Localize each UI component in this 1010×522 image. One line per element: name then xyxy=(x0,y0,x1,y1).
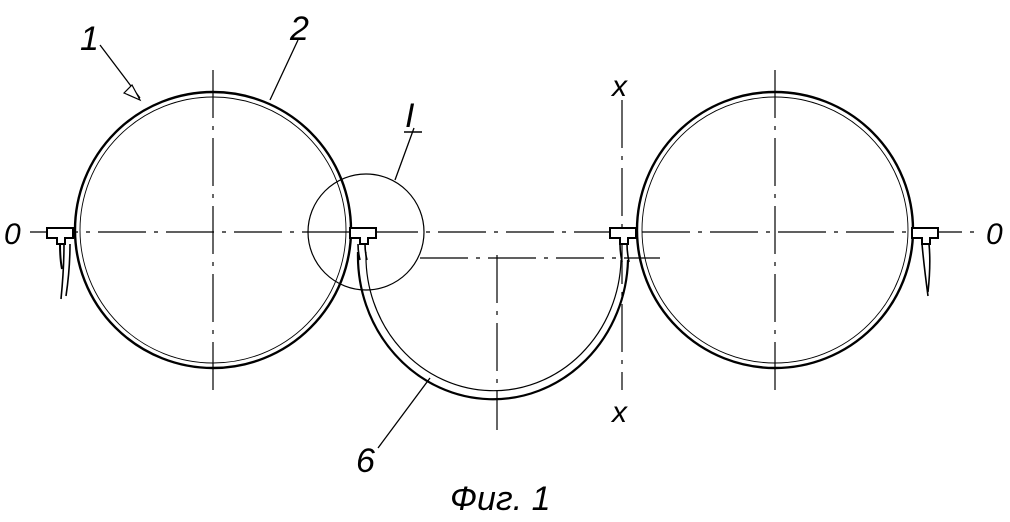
clamp-left xyxy=(46,227,74,300)
detail-circle xyxy=(307,173,425,291)
label-axis-x-bottom: x xyxy=(610,396,628,429)
leader-2 xyxy=(269,39,299,101)
label-axis-o-left: 0 xyxy=(4,218,21,251)
leader-6 xyxy=(377,377,431,449)
strap-outer xyxy=(356,251,630,401)
strap-inner xyxy=(365,251,622,392)
figure-caption: Фиг. 1 xyxy=(450,480,551,518)
leader-I xyxy=(394,127,415,181)
left-ring-inner xyxy=(79,96,347,364)
clamp-center-left xyxy=(349,227,377,261)
label-strap: 6 xyxy=(356,442,375,480)
label-ring: 2 xyxy=(289,10,309,48)
label-detail: I xyxy=(405,97,415,135)
clamp-right xyxy=(911,227,939,297)
right-ring-inner xyxy=(641,96,909,364)
label-axis-o-right: 0 xyxy=(986,218,1003,251)
label-axis-x-top: x xyxy=(610,70,628,103)
clamp-center-right xyxy=(609,227,637,263)
arrowhead-1 xyxy=(122,84,142,102)
label-assembly: 1 xyxy=(80,20,99,58)
